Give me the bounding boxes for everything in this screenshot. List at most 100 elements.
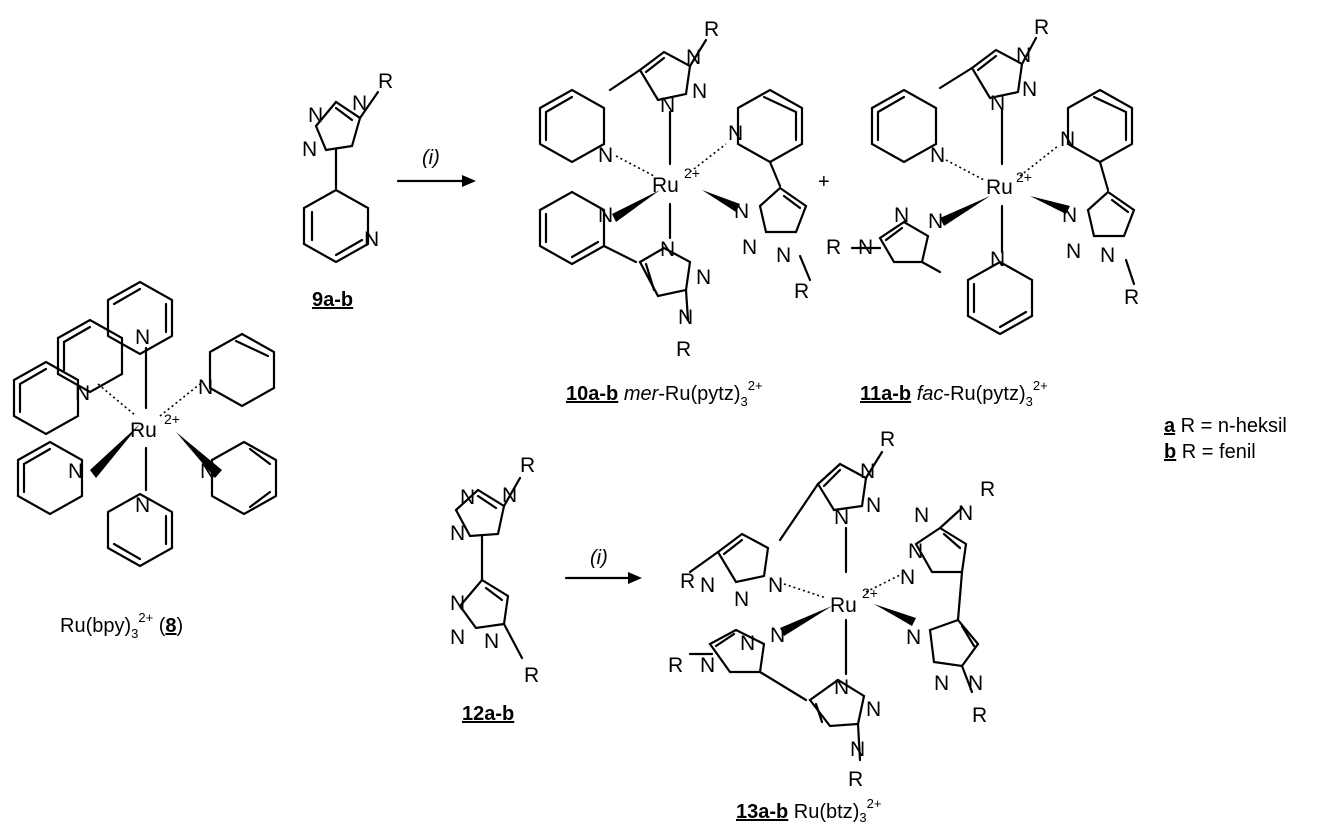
compound-8-structure bbox=[12, 280, 278, 568]
svg-text:N: N bbox=[598, 204, 613, 227]
svg-text:R: R bbox=[826, 236, 841, 259]
svg-text:N: N bbox=[450, 522, 465, 545]
compound-11-structure bbox=[850, 36, 1136, 336]
svg-text:N: N bbox=[660, 94, 675, 117]
svg-text:N: N bbox=[734, 200, 749, 223]
svg-text:N: N bbox=[135, 494, 150, 517]
svg-text:N: N bbox=[678, 306, 693, 329]
svg-text:2+: 2+ bbox=[684, 165, 700, 181]
svg-text:N: N bbox=[696, 266, 711, 289]
reagent-label-bottom: (i) bbox=[590, 547, 608, 569]
svg-text:N: N bbox=[1062, 204, 1077, 227]
svg-text:N: N bbox=[734, 588, 749, 611]
svg-text:R: R bbox=[880, 428, 895, 451]
svg-text:N: N bbox=[75, 382, 90, 405]
svg-text:R: R bbox=[668, 654, 683, 677]
legend-item-b: b R = fenil bbox=[1164, 441, 1256, 463]
svg-text:2+: 2+ bbox=[164, 411, 180, 427]
reagent-label-top: (i) bbox=[422, 147, 440, 169]
compound-10-atoms: Ru 2+ R N N N N N N N N N R N N N R bbox=[598, 18, 809, 361]
svg-text:N: N bbox=[302, 138, 317, 161]
svg-text:N: N bbox=[1060, 128, 1075, 151]
svg-text:N: N bbox=[834, 506, 849, 529]
reaction-arrow-bottom bbox=[564, 572, 642, 584]
svg-text:R: R bbox=[1124, 286, 1139, 309]
compound-8-atoms: Ru 2+ N N N N N N bbox=[68, 326, 215, 517]
svg-text:N: N bbox=[930, 144, 945, 167]
svg-text:N: N bbox=[860, 460, 875, 483]
svg-text:N: N bbox=[768, 574, 783, 597]
svg-text:N: N bbox=[990, 92, 1005, 115]
svg-text:N: N bbox=[934, 672, 949, 695]
compound-12-structure bbox=[454, 476, 524, 660]
svg-text:N: N bbox=[1100, 244, 1115, 267]
compound-13-label: 13a-b Ru(btz)32+ bbox=[736, 796, 881, 824]
svg-text:2+: 2+ bbox=[1016, 169, 1032, 185]
reaction-arrow-top bbox=[396, 175, 476, 187]
svg-text:N: N bbox=[502, 484, 517, 507]
svg-text:N: N bbox=[450, 592, 465, 615]
substituent-legend: a R = n-heksil b R = fenil bbox=[1164, 415, 1287, 463]
svg-text:R: R bbox=[676, 338, 691, 361]
svg-text:N: N bbox=[308, 104, 323, 127]
svg-text:R: R bbox=[848, 768, 863, 791]
svg-text:N: N bbox=[352, 92, 367, 115]
legend-item-a: a R = n-heksil bbox=[1164, 415, 1287, 437]
compound-10-label: 10a-b mer-Ru(pytz)32+ bbox=[566, 378, 763, 409]
svg-text:N: N bbox=[906, 626, 921, 649]
svg-text:N: N bbox=[700, 574, 715, 597]
svg-text:N: N bbox=[686, 46, 701, 69]
svg-text:N: N bbox=[660, 238, 675, 261]
svg-text:N: N bbox=[450, 626, 465, 649]
compound-9-structure bbox=[302, 90, 380, 264]
svg-text:N: N bbox=[834, 676, 849, 699]
svg-text:N: N bbox=[198, 376, 213, 399]
svg-text:N: N bbox=[908, 540, 923, 563]
svg-text:N: N bbox=[968, 672, 983, 695]
svg-text:N: N bbox=[990, 248, 1005, 271]
svg-text:N: N bbox=[928, 210, 943, 233]
svg-text:N: N bbox=[364, 228, 379, 251]
svg-text:N: N bbox=[200, 460, 215, 483]
compound-9-label: 9a-b bbox=[312, 289, 353, 311]
ru-center-8: Ru bbox=[130, 419, 157, 442]
svg-text:N: N bbox=[914, 504, 929, 527]
compound-8-label: Ru(bpy)32+ (8) bbox=[60, 610, 183, 641]
svg-text:N: N bbox=[770, 624, 785, 647]
svg-text:R: R bbox=[520, 454, 535, 477]
svg-text:R: R bbox=[378, 70, 393, 93]
compound-11-label: 11a-b fac-Ru(pytz)32+ bbox=[860, 378, 1048, 409]
svg-text:R: R bbox=[980, 478, 995, 501]
ru-center-11: Ru bbox=[986, 176, 1013, 199]
svg-text:N: N bbox=[742, 236, 757, 259]
svg-text:R: R bbox=[1034, 16, 1049, 39]
compound-10-structure bbox=[538, 38, 812, 322]
svg-text:2+: 2+ bbox=[862, 585, 878, 601]
svg-text:R: R bbox=[794, 280, 809, 303]
svg-text:R: R bbox=[972, 704, 987, 727]
compound-9-atoms: R N N N N bbox=[302, 70, 393, 251]
ru-center-10: Ru bbox=[652, 174, 679, 197]
svg-text:N: N bbox=[1022, 78, 1037, 101]
plus-sign: + bbox=[818, 171, 830, 193]
svg-text:N: N bbox=[598, 144, 613, 167]
svg-text:N: N bbox=[894, 204, 909, 227]
compound-13-structure bbox=[688, 450, 980, 762]
compound-12-label: 12a-b bbox=[462, 703, 514, 725]
svg-text:N: N bbox=[866, 494, 881, 517]
svg-text:N: N bbox=[700, 654, 715, 677]
svg-text:N: N bbox=[850, 738, 865, 761]
svg-text:N: N bbox=[460, 486, 475, 509]
svg-text:N: N bbox=[958, 502, 973, 525]
svg-text:N: N bbox=[728, 122, 743, 145]
svg-text:N: N bbox=[68, 460, 83, 483]
svg-text:N: N bbox=[858, 236, 873, 259]
ru-center-13: Ru bbox=[830, 594, 857, 617]
compound-11-atoms: Ru 2+ R N N N N N N N N R N N N R N bbox=[826, 16, 1139, 309]
svg-text:N: N bbox=[740, 632, 755, 655]
compound-13-atoms: Ru 2+ R N N N R N N N N R N N N N N N R … bbox=[668, 428, 995, 791]
svg-text:R: R bbox=[524, 664, 539, 687]
svg-text:N: N bbox=[1066, 240, 1081, 263]
svg-text:N: N bbox=[1016, 44, 1031, 67]
